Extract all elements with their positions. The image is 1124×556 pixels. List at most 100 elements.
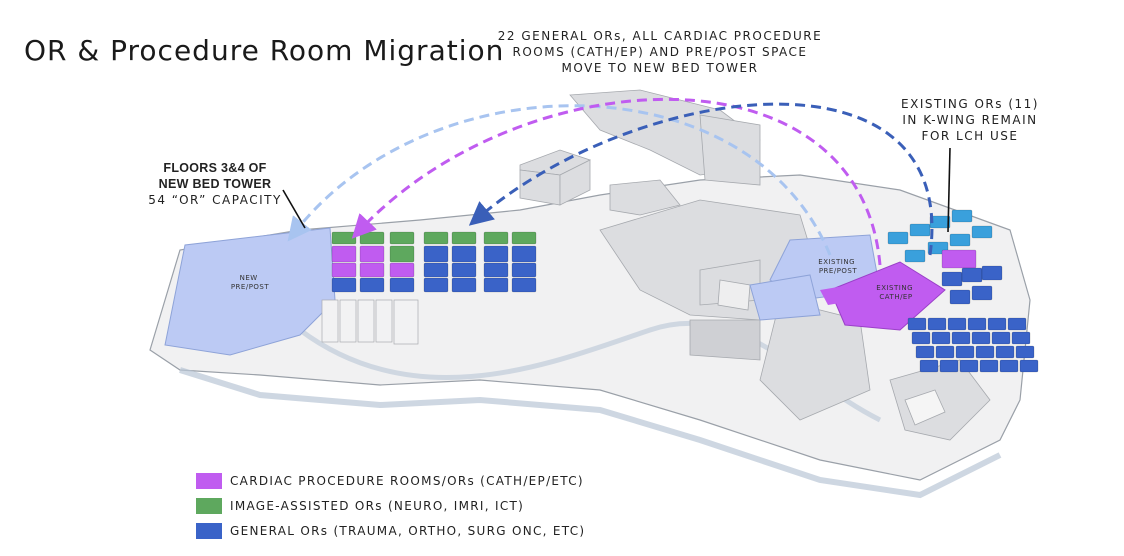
general-or-room	[987, 317, 1007, 331]
callout-line: IN K-WING REMAIN	[902, 113, 1038, 127]
kwing-callout: EXISTING ORs (11) IN K-WING REMAIN FOR L…	[880, 96, 1060, 144]
general-or-room	[995, 345, 1015, 359]
general-or-room	[1007, 317, 1027, 331]
callout-line: FLOORS 3&4 OF	[163, 161, 267, 175]
legend-swatch	[196, 523, 222, 539]
existing-or-room	[929, 215, 951, 229]
general-or-room	[423, 277, 449, 293]
general-or-room	[451, 245, 477, 263]
image-assisted-or-room	[511, 231, 537, 245]
general-or-room	[911, 331, 931, 345]
arrow-cardiac	[351, 97, 882, 266]
new-bed-tower	[164, 227, 419, 356]
existing-or-room	[904, 249, 926, 263]
general-or-room	[359, 277, 385, 293]
general-or-room	[511, 245, 537, 263]
existing-or-room	[949, 233, 971, 247]
general-or-room	[999, 359, 1019, 373]
existing-or-room	[971, 225, 993, 239]
cardiac-room	[359, 262, 385, 278]
general-or-room	[423, 262, 449, 278]
room-blocks	[331, 209, 1039, 373]
cardiac-room	[331, 245, 357, 263]
new-prepost-label: NEW PRE/POST	[231, 274, 270, 291]
general-or-room	[951, 331, 971, 345]
general-or-room	[959, 359, 979, 373]
general-or-room	[967, 317, 987, 331]
legend-item-general: GENERAL ORs (TRAUMA, ORTHO, SURG ONC, ET…	[196, 520, 585, 542]
legend-item-cardiac: CARDIAC PROCEDURE ROOMS/ORs (CATH/EP/ETC…	[196, 470, 585, 492]
general-or-room	[451, 277, 477, 293]
general-or-room	[949, 289, 971, 305]
general-or-room	[511, 277, 537, 293]
image-assisted-or-room	[423, 231, 449, 245]
image-assisted-or-room	[451, 231, 477, 245]
cardiac-room	[941, 249, 977, 269]
general-or-room	[979, 359, 999, 373]
callout-line: NEW BED TOWER	[158, 177, 272, 191]
migration-callout: 22 GENERAL ORs, ALL CARDIAC PROCEDURE RO…	[490, 28, 830, 76]
existing-or-room	[909, 223, 931, 237]
general-or-room	[971, 331, 991, 345]
general-or-room	[961, 267, 983, 283]
image-assisted-or-room	[331, 231, 357, 245]
callout-line: 22 GENERAL ORs, ALL CARDIAC PROCEDURE	[497, 29, 823, 43]
general-or-room	[483, 262, 509, 278]
general-or-room	[423, 245, 449, 263]
legend-item-image-assisted: IMAGE-ASSISTED ORs (NEURO, IMRI, ICT)	[196, 495, 585, 517]
arrow-general	[468, 102, 934, 256]
existing-cath-label: EXISTING CATH/EP	[876, 284, 915, 301]
callout-line: EXISTING ORs (11)	[901, 97, 1039, 111]
general-or-room	[907, 317, 927, 331]
image-assisted-or-room	[389, 245, 415, 263]
general-or-room	[947, 317, 967, 331]
existing-prepost-label: EXISTING PRE/POST	[818, 258, 857, 275]
general-or-room	[389, 277, 415, 293]
cardiac-room	[331, 262, 357, 278]
general-or-room	[483, 245, 509, 263]
cardiac-room	[389, 262, 415, 278]
legend: CARDIAC PROCEDURE ROOMS/ORs (CATH/EP/ETC…	[196, 470, 585, 545]
legend-swatch	[196, 473, 222, 489]
tower-pedestal	[321, 299, 419, 345]
general-or-room	[915, 345, 935, 359]
existing-or-room	[951, 209, 973, 223]
legend-label: IMAGE-ASSISTED ORs (NEURO, IMRI, ICT)	[230, 499, 525, 513]
general-or-room	[927, 317, 947, 331]
legend-swatch	[196, 498, 222, 514]
page-title: OR & Procedure Room Migration	[24, 34, 505, 67]
general-or-room	[451, 262, 477, 278]
callout-line: ROOMS (CATH/EP) AND PRE/POST SPACE	[512, 45, 808, 59]
general-or-room	[981, 265, 1003, 281]
migration-arrows	[287, 97, 934, 266]
general-or-room	[1015, 345, 1035, 359]
general-or-room	[331, 277, 357, 293]
floors-leader-line	[282, 189, 306, 229]
existing-procedure-areas	[749, 234, 946, 331]
image-assisted-or-room	[389, 231, 415, 245]
general-or-room	[931, 331, 951, 345]
general-or-room	[919, 359, 939, 373]
callout-line: FOR LCH USE	[921, 129, 1019, 143]
general-or-room	[935, 345, 955, 359]
general-or-room	[1019, 359, 1039, 373]
general-or-room	[939, 359, 959, 373]
general-or-room	[1011, 331, 1031, 345]
floors-callout: FLOORS 3&4 OF NEW BED TOWER 54 “OR” CAPA…	[130, 160, 300, 208]
callout-line: 54 “OR” CAPACITY	[148, 193, 282, 207]
callout-line: MOVE TO NEW BED TOWER	[561, 61, 759, 75]
kwing-leader-line	[947, 147, 951, 233]
cardiac-room	[359, 245, 385, 263]
general-or-room	[941, 271, 963, 287]
general-or-room	[991, 331, 1011, 345]
general-or-room	[975, 345, 995, 359]
general-or-room	[511, 262, 537, 278]
legend-label: CARDIAC PROCEDURE ROOMS/ORs (CATH/EP/ETC…	[230, 474, 584, 488]
image-assisted-or-room	[483, 231, 509, 245]
general-or-room	[955, 345, 975, 359]
general-or-room	[483, 277, 509, 293]
legend-label: GENERAL ORs (TRAUMA, ORTHO, SURG ONC, ET…	[230, 524, 586, 538]
arrow-prepost	[287, 104, 832, 256]
